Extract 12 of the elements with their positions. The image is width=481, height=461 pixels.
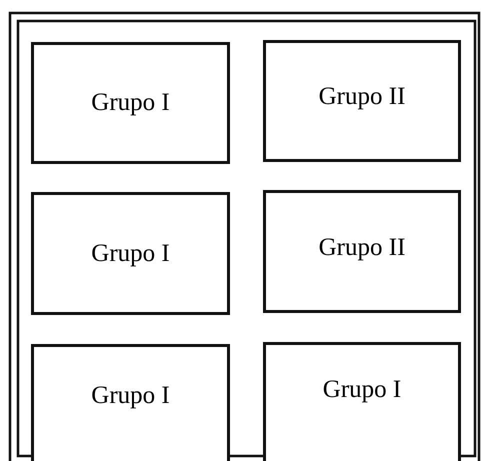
group-label: Grupo II [318, 234, 406, 262]
group-box [31, 42, 230, 164]
group-label: Grupo I [322, 376, 402, 404]
group-box [263, 342, 461, 461]
group-box [263, 190, 461, 313]
group-box [31, 192, 230, 315]
group-box [263, 40, 461, 162]
group-box [31, 344, 230, 461]
group-label: Grupo II [318, 83, 406, 111]
group-label: Grupo I [91, 382, 170, 410]
group-label: Grupo I [91, 89, 170, 117]
group-label: Grupo I [91, 240, 170, 268]
